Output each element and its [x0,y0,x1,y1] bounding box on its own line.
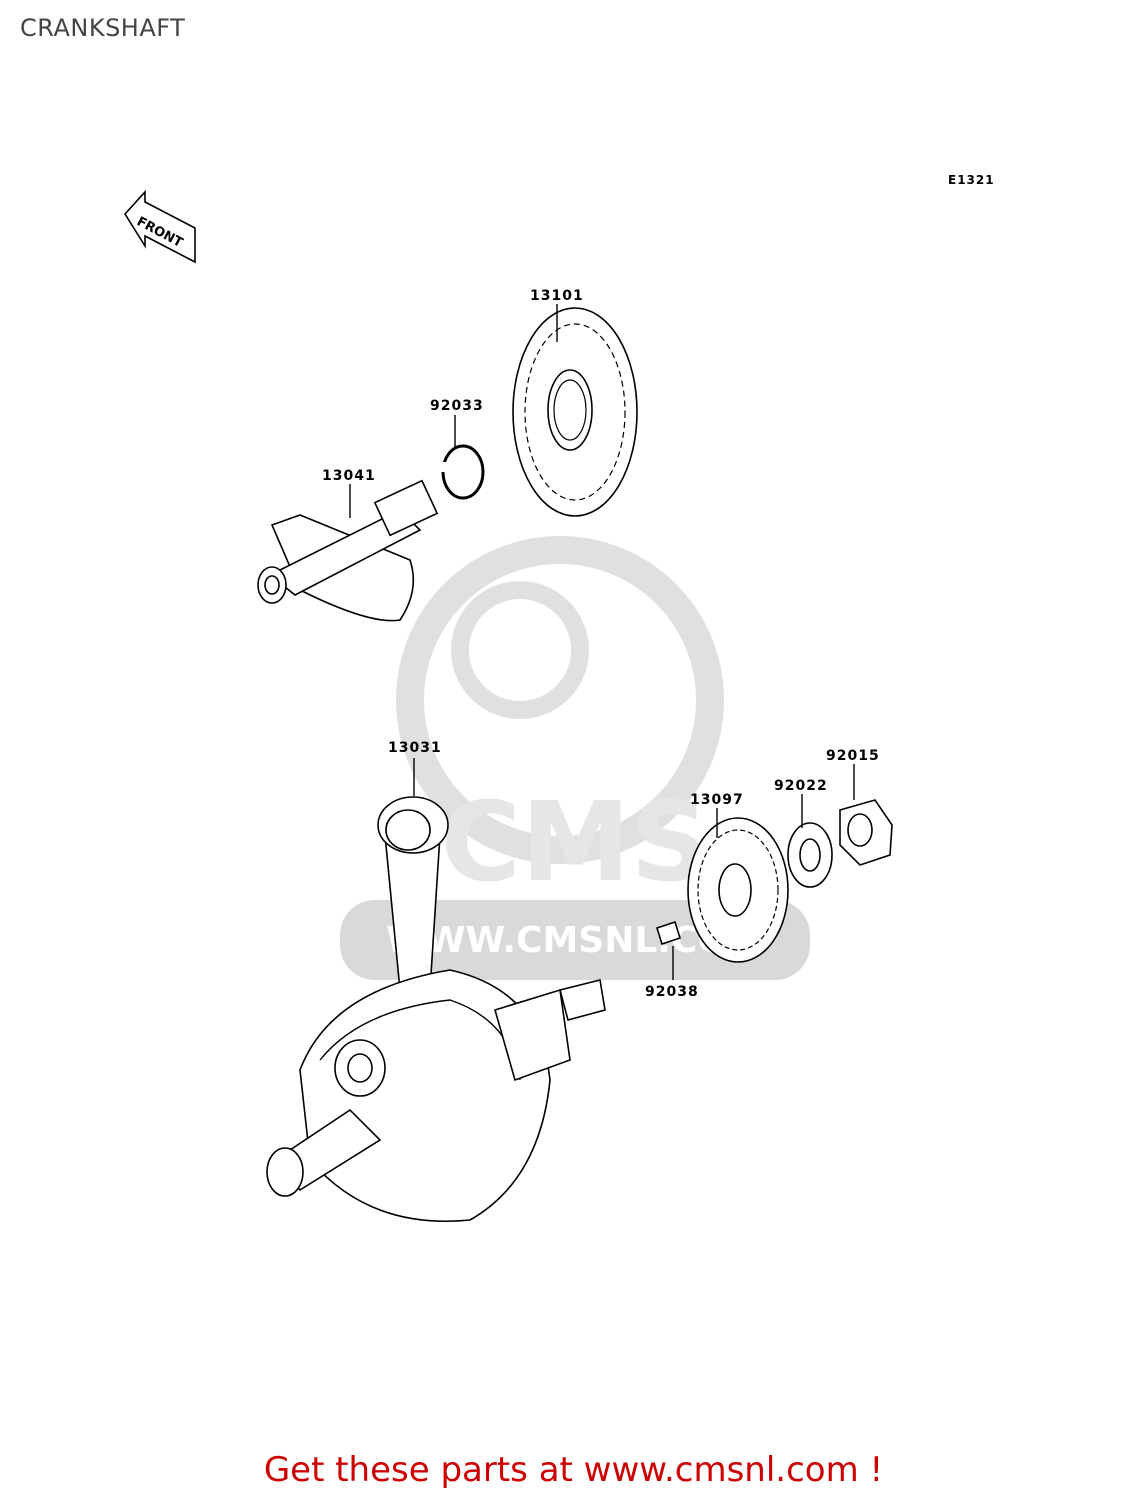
label-92015[interactable]: 92015 [826,748,880,764]
gear-13101-icon[interactable] [512,307,638,517]
watermark-face [451,581,589,719]
gear-13097-icon[interactable] [687,817,789,963]
label-92038[interactable]: 92038 [645,984,699,1000]
crankshaft-13031-icon[interactable] [266,796,606,1223]
diagram-code: E1321 [948,173,995,187]
balancer-shaft-13041-icon[interactable] [257,479,439,622]
label-13041[interactable]: 13041 [322,468,376,484]
label-13097[interactable]: 13097 [690,792,744,808]
label-92022[interactable]: 92022 [774,778,828,794]
circlip-92033-icon[interactable] [440,444,485,500]
watermark-brand: CMS [440,778,709,906]
label-92033[interactable]: 92033 [430,398,484,414]
front-arrow-icon: FRONT [124,189,196,264]
watermark-ring [396,536,724,864]
washer-92022-icon[interactable] [787,822,833,888]
footer-link[interactable]: Get these parts at www.cmsnl.com ! [263,1450,884,1490]
label-13101[interactable]: 13101 [530,288,584,304]
label-13031[interactable]: 13031 [388,740,442,756]
page-title: CRANKSHAFT [20,14,186,42]
nut-92015-icon[interactable] [839,799,893,866]
key-92038-icon[interactable] [656,920,681,946]
